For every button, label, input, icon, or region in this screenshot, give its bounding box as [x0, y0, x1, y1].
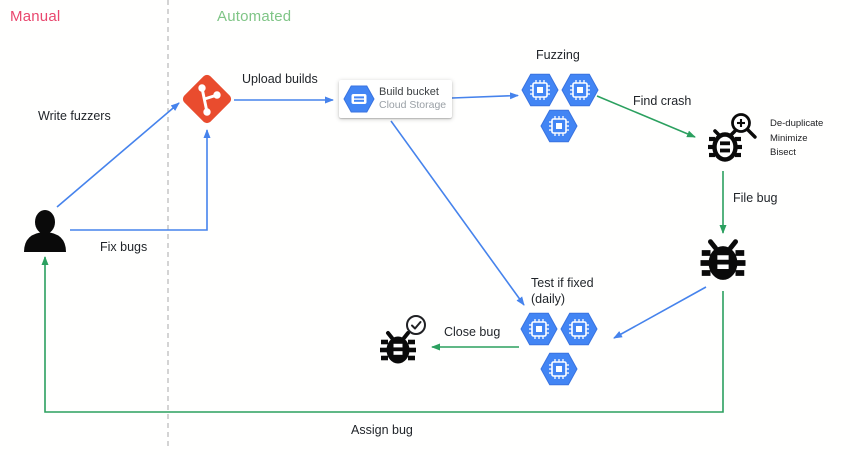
find-crash-label: Find crash [633, 94, 692, 108]
arrow-fix-bugs [70, 129, 211, 231]
compute-hexagon-icon [520, 312, 558, 346]
cloud-storage-hexagon-icon [339, 83, 379, 115]
arrow-bug-to-test [613, 286, 707, 339]
compute-hexagon-icon [560, 312, 598, 346]
fuzzing-cluster [521, 73, 599, 143]
compute-hexagon-icon [540, 352, 578, 386]
fix-bugs-label: Fix bugs [100, 240, 148, 254]
compute-hexagon-icon [561, 73, 599, 107]
close-bug-label: Close bug [444, 325, 501, 339]
arrow-write-fuzzers [56, 102, 180, 208]
compute-hexagon-icon [540, 109, 578, 143]
write-fuzzers-label: Write fuzzers [38, 109, 111, 123]
fuzzing-label: Fuzzing [536, 48, 580, 62]
closed-bug-icon [380, 315, 426, 364]
git-branch-icon [182, 74, 232, 124]
manual-section-label: Manual [10, 8, 61, 25]
build-bucket-card: Build bucket Cloud Storage [339, 80, 452, 118]
bug-icon [701, 242, 746, 280]
dedupe-step-2: Minimize [770, 132, 808, 144]
compute-hexagon-icon [521, 73, 559, 107]
build-bucket-subtitle: Cloud Storage [379, 99, 447, 111]
test-if-fixed-cluster [520, 312, 598, 386]
build-bucket-title: Build bucket [379, 86, 439, 98]
assign-bug-label: Assign bug [351, 423, 413, 437]
arrow-assign-bug [41, 256, 724, 413]
dedupe-bug-icon [708, 113, 757, 160]
arrow-bucket-to-fuzzing [451, 92, 519, 100]
automated-section-label: Automated [217, 8, 292, 25]
dedupe-steps-label: De-duplicate Minimize Bisect [770, 117, 823, 161]
arrow-bucket-to-test [390, 120, 525, 306]
arrow-find-crash [596, 95, 696, 138]
file-bug-label: File bug [733, 191, 778, 205]
test-if-fixed-line1: Test if fixed [531, 276, 594, 290]
check-circle-icon [406, 315, 426, 335]
test-if-fixed-line2: (daily) [531, 292, 566, 306]
dedupe-step-1: De-duplicate [770, 118, 824, 129]
dedupe-step-3: Bisect [770, 147, 796, 158]
upload-builds-label: Upload builds [242, 72, 318, 86]
magnifier-plus-icon [731, 113, 757, 139]
person-icon [24, 210, 66, 252]
test-if-fixed-label: Test if fixed (daily) [531, 275, 594, 307]
